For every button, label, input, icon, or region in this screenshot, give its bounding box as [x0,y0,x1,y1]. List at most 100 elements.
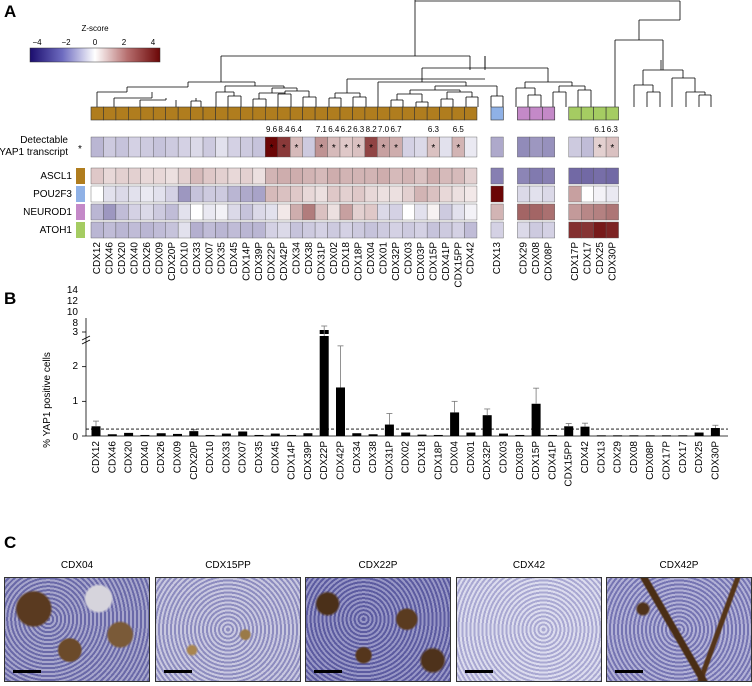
heatmap-cell [190,167,204,185]
heatmap-cell [426,221,440,239]
bar [450,412,460,436]
colorbar-gradient [29,47,161,63]
heatmap-cell [542,185,555,203]
row-label-atoh1: ATOH1 [40,225,73,236]
yap1-value-label: 9.6 [266,125,278,134]
heatmap-cell [165,221,179,239]
bar [499,433,508,436]
heatmap: ************** [90,136,619,239]
heatmap-cell [177,167,191,185]
bar [303,433,313,436]
heatmap-cell [451,185,465,203]
yap1-value-label: 6.4 [328,125,340,134]
bar [629,435,639,437]
heatmap-sample-label: CDX25 [595,242,606,275]
bar [596,435,606,437]
heatmap-cell [128,221,142,239]
cluster-cell [377,106,391,121]
scale-bar [465,670,493,673]
cluster-cell [289,106,303,121]
heatmap-sample-label: CDX31P [316,242,327,281]
heatmap-cell [227,185,241,203]
yap1-value-label: 6.3 [607,125,619,134]
heatmap-sample-label: CDX35 [217,242,228,275]
heatmap-cell [202,136,216,158]
bar [189,431,199,436]
heatmap-cell [153,167,166,185]
heatmap-cell [314,221,328,239]
bar-sample-label: CDX42 [580,441,591,474]
heatmap-cell [517,136,531,158]
heatmap-cell [115,185,129,203]
yap1-star: * [344,143,348,154]
heatmap-sample-label: CDX03 [403,242,414,275]
heatmap-sample-label: CDX13 [492,242,503,275]
bar-sample-label: CDX35 [254,441,265,474]
bar [156,433,166,436]
heatmap-cell [153,185,166,203]
heatmap-sample-label: CDX34 [291,242,302,275]
heatmap-cell [490,203,504,221]
heatmap-sample-label: CDX26 [142,242,153,275]
heatmap-cell [277,167,291,185]
bar [515,434,525,436]
axis-break [81,335,91,341]
heatmap-cell [103,203,117,221]
heatmap-cell [377,185,391,203]
yap1-value-label: 6.3 [353,125,365,134]
bar [547,434,557,436]
yap1-star: * [598,143,602,154]
cluster-cell [490,106,504,121]
bar-sample-label: CDX15PP [564,441,575,487]
cluster-cell [339,106,353,121]
yap1-bar-chart: % YAP1 positive cells 0 1 2 3 8 10 12 14 [42,285,728,448]
heatmap-cell [605,136,619,158]
heatmap-cell [314,203,328,221]
heatmap-cell [290,185,303,203]
yap1-value-label: 6.7 [390,125,402,134]
heatmap-cell [240,203,254,221]
colorbar-tick: −4 [32,38,42,47]
heatmap-cell [568,221,582,239]
heatmap-cell [581,203,594,221]
heatmap-cell [414,167,428,185]
heatmap-cell [265,185,278,203]
image-title-1: CDX04 [60,560,94,571]
heatmap-cell [140,185,154,203]
yap1-star: * [282,143,286,154]
bar-sample-label: CDX04 [450,441,461,474]
cluster-cell [327,106,341,121]
image-cdx04 [4,577,150,682]
heatmap-sample-label: CDX18 [341,242,352,275]
bar-sample-label: CDX30P [710,441,721,480]
yap1-star: * [294,143,298,154]
heatmap-cell [240,221,254,239]
heatmap-sample-label: CDX45 [229,242,240,275]
image-cdx42 [456,577,602,682]
heatmap-cell [451,221,465,239]
heatmap-cell [177,136,191,158]
heatmap-cell [426,203,440,221]
heatmap-cell [252,136,266,158]
heatmap-cell [90,185,104,203]
heatmap-cell [352,185,366,203]
bar-sample-label: CDX01 [466,441,477,474]
heatmap-cell [389,185,403,203]
heatmap-cell [389,203,403,221]
heatmap-cell [542,136,555,158]
axis-break [81,339,91,345]
image-title-3: CDX22P [358,560,398,571]
cluster-cell [364,106,378,121]
bar-sample-label: CDX08 [629,441,640,474]
cluster-cell [401,106,415,121]
row-label-star: * [78,144,82,155]
heatmap-sample-label: CDX04 [366,242,377,275]
heatmap-cell [529,185,543,203]
heatmap-sample-label: CDX42 [466,242,477,275]
bar-sample-label: CDX09 [173,441,184,474]
heatmap-cell [128,203,142,221]
heatmap-cell [464,136,478,158]
cluster-cell [140,106,154,121]
bar-y-tick: 3 [72,327,78,338]
heatmap-cell [464,185,478,203]
